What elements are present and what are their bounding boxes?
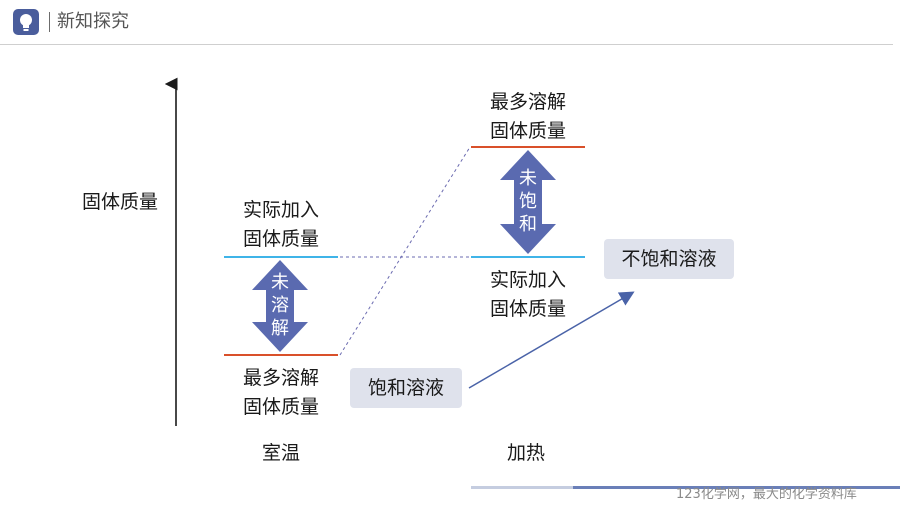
right-double-arrow [500,150,556,254]
header-rule [0,44,893,45]
watermark: 123化学网，最大的化学资料库 [676,487,857,502]
condition-room-temp: 室温 [262,442,301,464]
header-divider [49,12,50,32]
left-double-arrow [252,260,308,352]
left-arrow-text: 未溶解 [271,272,289,339]
page-title: 新知探究 [57,11,129,32]
slide-header: 新知探究 [0,0,900,46]
left-bottom-label: 最多溶解固体质量 [242,367,319,418]
connector-max [339,146,471,356]
left-top-label: 实际加入固体质量 [242,199,319,250]
right-bottom-label: 实际加入固体质量 [489,269,566,320]
footer-bar-light [471,486,573,489]
right-top-label: 最多溶解固体质量 [489,91,566,142]
condition-heating: 加热 [507,442,546,464]
y-axis-label: 固体质量 [82,191,159,213]
unsaturated-solution-box: 不饱和溶液 [604,239,734,279]
footer-bar-dark [573,486,900,489]
right-arrow-text: 未饱和 [519,168,537,235]
transition-arrow [468,291,635,389]
saturated-solution-box: 饱和溶液 [350,368,462,408]
lightbulb-icon [13,9,39,35]
